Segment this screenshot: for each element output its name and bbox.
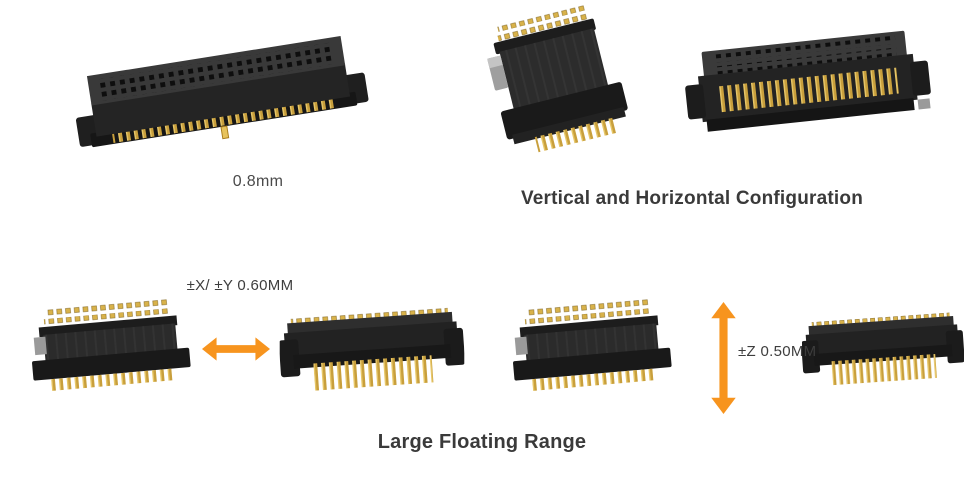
horizontal-double-arrow-icon [202, 336, 270, 362]
pitch-label: 0.8mm [232, 173, 284, 190]
floating-connector-image-2 [274, 303, 470, 405]
connector-image-horizontal-configuration [678, 12, 938, 168]
connector-image-0-8mm-pitch [72, 18, 370, 176]
vertical-double-arrow-icon [710, 302, 737, 414]
large-floating-range-caption: Large Floating Range [377, 431, 587, 453]
xy-float-range-label: ±X/ ±Y 0.60MM [186, 277, 294, 294]
z-float-range-label: ±Z 0.50MM [738, 343, 817, 360]
floating-connector-image-1 [20, 294, 202, 406]
connector-image-vertical-configuration [468, 4, 646, 184]
vertical-horizontal-caption: Vertical and Horizontal Configuration [520, 188, 864, 209]
floating-connector-image-3 [501, 294, 683, 406]
